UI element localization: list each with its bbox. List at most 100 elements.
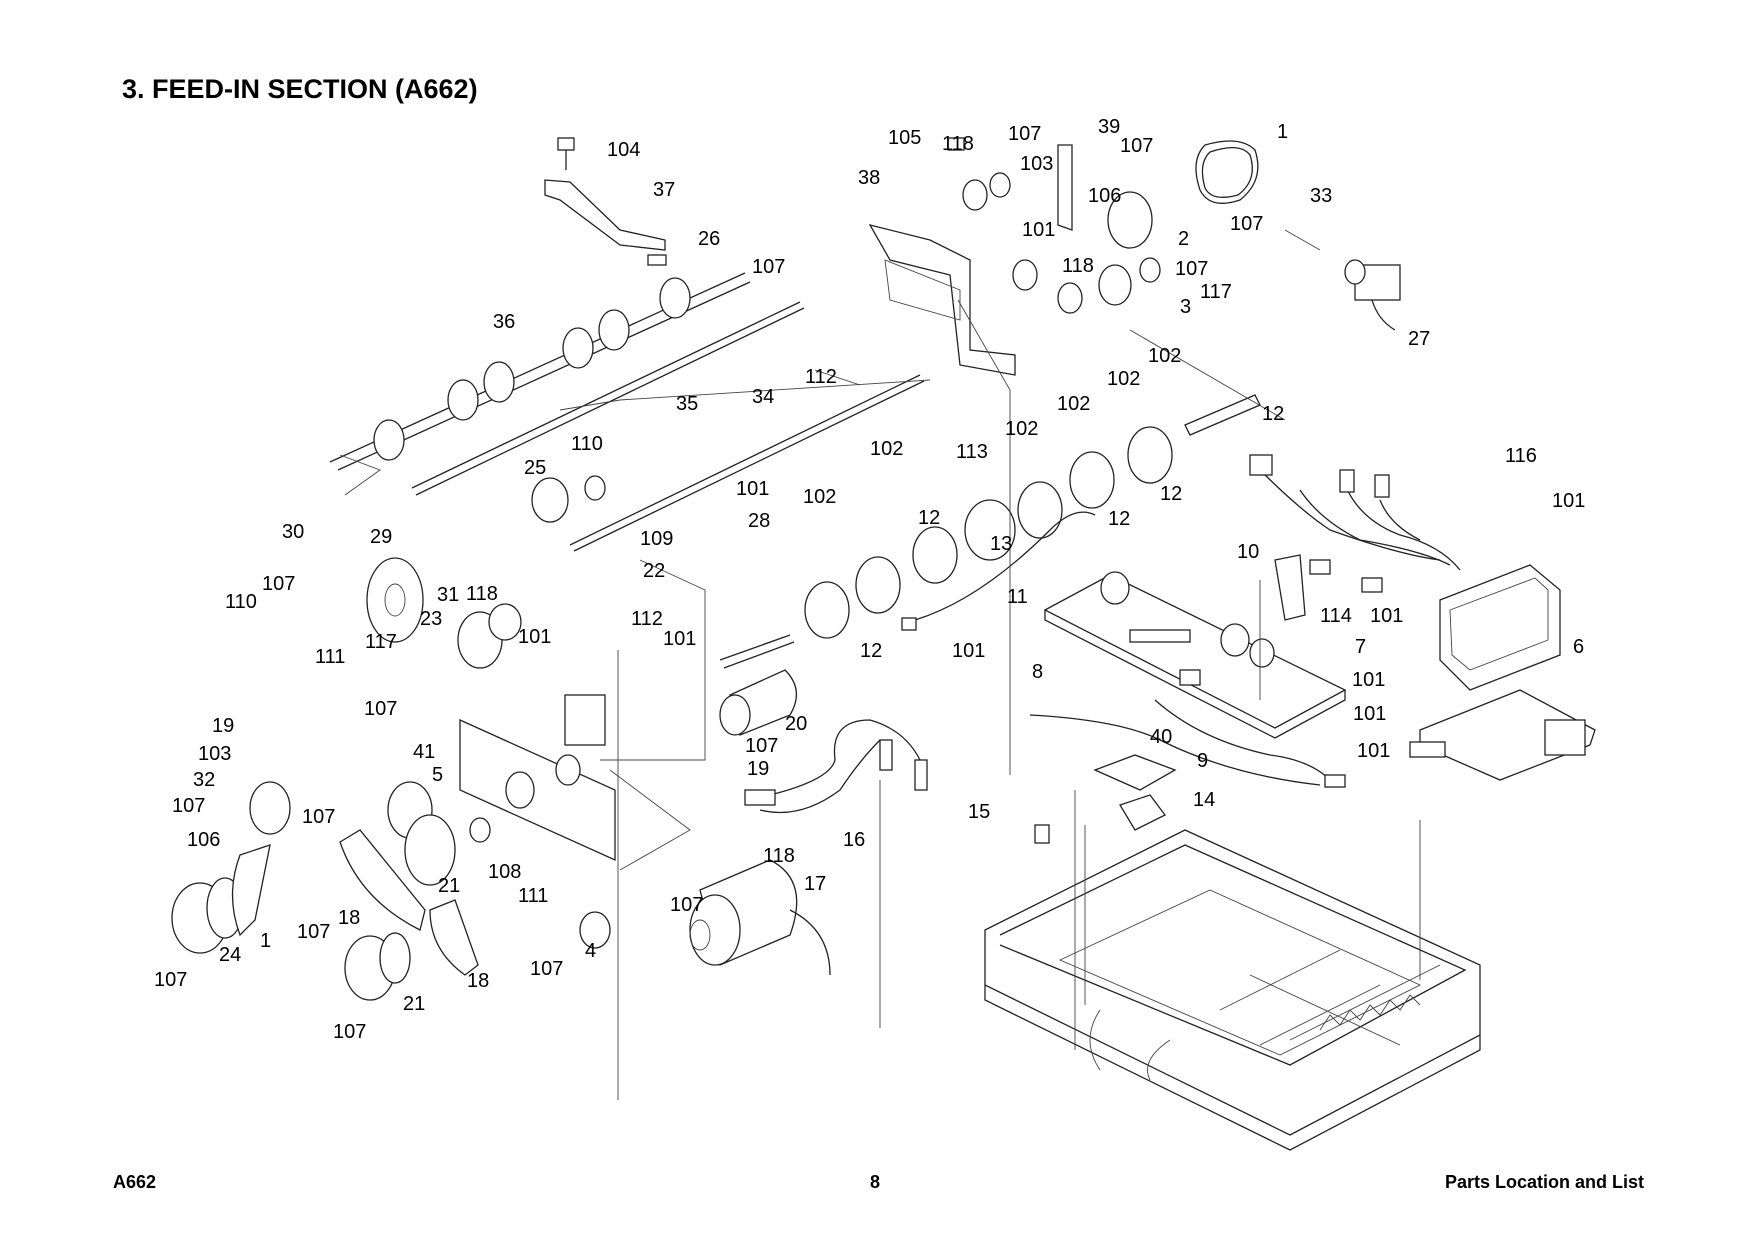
- callout: 109: [640, 528, 673, 550]
- callout: 4: [585, 940, 596, 962]
- callout: 24: [219, 944, 241, 966]
- callout: 38: [858, 167, 880, 189]
- gear-assembly-left: [171, 475, 611, 1001]
- callout: 101: [1022, 219, 1055, 241]
- callout: 37: [653, 179, 675, 201]
- callout: 101: [1370, 605, 1403, 627]
- callout: 18: [467, 970, 489, 992]
- callout: 18: [338, 907, 360, 929]
- bracket-38: [868, 137, 1161, 376]
- callout: 101: [952, 640, 985, 662]
- callout: 1: [260, 930, 271, 952]
- motor-17: [689, 859, 831, 976]
- callout: 12: [918, 507, 940, 529]
- callout: 105: [888, 127, 921, 149]
- roller-shaft-36: [329, 272, 751, 471]
- callout: 5: [432, 764, 443, 786]
- callout: 7: [1355, 636, 1366, 658]
- callout: 102: [1005, 418, 1038, 440]
- callout: 107: [752, 256, 785, 278]
- base-tray: [984, 829, 1481, 1151]
- callout: 20: [785, 713, 807, 735]
- callout: 29: [370, 526, 392, 548]
- roller-set-12: [719, 394, 1261, 669]
- bracket-14: [1034, 754, 1177, 844]
- callout: 26: [698, 228, 720, 250]
- callout: 12: [1108, 508, 1130, 530]
- callout: 104: [607, 139, 640, 161]
- callout: 21: [403, 993, 425, 1015]
- callout: 103: [198, 743, 231, 765]
- callout: 10: [1237, 541, 1259, 563]
- callout: 107: [154, 969, 187, 991]
- harness-16: [744, 719, 928, 814]
- callout: 102: [870, 438, 903, 460]
- callout: 107: [1230, 213, 1263, 235]
- callout: 107: [1120, 135, 1153, 157]
- callout: 6: [1573, 636, 1584, 658]
- callout: 112: [631, 608, 663, 630]
- callout: 34: [752, 386, 774, 408]
- footer-page-number: 8: [870, 1172, 881, 1192]
- callout: 118: [1062, 255, 1094, 277]
- callout: 117: [1200, 281, 1232, 303]
- callout: 101: [518, 626, 551, 648]
- belt-1: [1195, 140, 1259, 204]
- callout: 111: [518, 885, 548, 907]
- callout: 19: [747, 758, 769, 780]
- harness-9: [1029, 699, 1346, 788]
- callout-labels: 104 37 26 36 35 34 107 112 110 25 30 29 …: [154, 116, 1585, 1043]
- pcb-6: [1043, 571, 1347, 739]
- callout: 107: [333, 1021, 366, 1043]
- callout: 107: [302, 806, 335, 828]
- callout: 101: [1357, 740, 1390, 762]
- callout: 21: [438, 875, 460, 897]
- callout: 110: [225, 591, 257, 613]
- harness-10: [901, 511, 1096, 631]
- wiring-bundle: [1249, 454, 1461, 621]
- callout: 107: [297, 921, 330, 943]
- callout: 117: [365, 631, 397, 653]
- callout: 41: [413, 741, 435, 763]
- callout: 33: [1310, 185, 1332, 207]
- callout: 116: [1505, 445, 1537, 467]
- shaft-34: [569, 374, 925, 552]
- callout: 107: [745, 735, 778, 757]
- callout: 107: [172, 795, 205, 817]
- callout: 102: [803, 486, 836, 508]
- callout: 107: [670, 894, 703, 916]
- callout: 103: [1020, 153, 1053, 175]
- callout: 16: [843, 829, 865, 851]
- callout: 107: [1175, 258, 1208, 280]
- callout: 114: [1320, 605, 1352, 627]
- callout: 13: [990, 533, 1012, 555]
- callout: 110: [571, 433, 603, 455]
- callout: 22: [643, 560, 665, 582]
- callout: 102: [1148, 345, 1181, 367]
- callout: 14: [1193, 789, 1215, 811]
- cylinder-20: [719, 669, 797, 736]
- sensor-27: [1284, 229, 1401, 331]
- callout: 12: [860, 640, 882, 662]
- callout: 32: [193, 769, 215, 791]
- callout: 9: [1197, 750, 1208, 772]
- callout: 111: [315, 646, 345, 668]
- callout: 8: [1032, 661, 1043, 683]
- footer-model: A662: [113, 1172, 157, 1192]
- side-plate-5: [459, 694, 691, 871]
- callout: 112: [805, 366, 837, 388]
- callout: 101: [1352, 669, 1385, 691]
- callout: 40: [1150, 726, 1172, 748]
- callout: 107: [262, 573, 295, 595]
- page-title: 3. FEED-IN SECTION (A662): [122, 74, 478, 104]
- callout: 102: [1107, 368, 1140, 390]
- transformer-7: [1409, 564, 1596, 781]
- callout: 31: [437, 584, 459, 606]
- bracket-37: [544, 137, 667, 266]
- leader-lines: [339, 299, 1421, 1100]
- callout: 25: [524, 457, 546, 479]
- callout: 39: [1098, 116, 1120, 138]
- callout: 113: [956, 441, 988, 463]
- callout: 36: [493, 311, 515, 333]
